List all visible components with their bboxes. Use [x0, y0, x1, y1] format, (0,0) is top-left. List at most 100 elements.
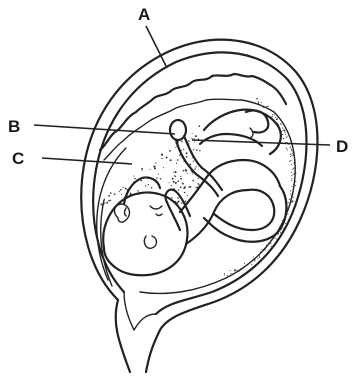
stipple-dot	[274, 114, 275, 115]
stipple-dot	[195, 187, 196, 188]
stipple-dot	[177, 159, 179, 161]
stipple-dot	[125, 188, 127, 190]
stipple-dot	[284, 130, 285, 131]
stipple-dot	[270, 243, 271, 244]
stipple-dot	[171, 197, 172, 198]
stipple-dot	[108, 200, 110, 202]
label-c: C	[12, 149, 24, 168]
stipple-dot	[194, 142, 195, 143]
stipple-dot	[244, 263, 245, 264]
stipple-dot	[104, 203, 105, 204]
stipple-dot	[280, 232, 281, 233]
stipple-dot	[149, 169, 150, 170]
stipple-dot	[140, 180, 142, 182]
stipple-dot	[158, 174, 159, 175]
stipple-dot	[291, 180, 292, 181]
stipple-dot	[291, 175, 292, 176]
stipple-dot	[290, 190, 291, 191]
stipple-dot	[183, 187, 185, 189]
stipple-dot	[141, 168, 143, 170]
stipple-dot	[293, 197, 294, 198]
stipple-dot	[290, 154, 291, 155]
stipple-dot	[266, 246, 267, 247]
stipple-dot	[261, 102, 262, 103]
stipple-dot	[277, 122, 278, 123]
stipple-dot	[145, 185, 146, 186]
label-a: A	[138, 5, 150, 24]
stipple-dot	[258, 103, 259, 104]
stipple-dot	[276, 239, 277, 240]
stipple-dot	[166, 157, 168, 159]
stipple-dot	[293, 184, 294, 185]
stipple-dot	[272, 114, 273, 115]
stipple-dot	[155, 162, 156, 163]
stipple-dot	[291, 150, 292, 151]
stipple-dot	[175, 171, 177, 173]
stipple-dot	[271, 246, 272, 247]
stipple-dot	[230, 273, 231, 274]
stipple-dot	[294, 167, 295, 168]
stipple-dot	[286, 136, 287, 137]
stipple-dot	[198, 125, 200, 127]
stipple-dot	[276, 119, 277, 120]
stipple-dot	[290, 193, 291, 194]
stipple-dot	[291, 195, 292, 196]
stipple-dot	[292, 169, 293, 170]
stipple-dot	[179, 154, 181, 156]
stipple-dot	[292, 153, 293, 154]
stipple-dot	[192, 180, 194, 182]
stipple-dot	[282, 127, 283, 128]
stipple-dot	[169, 182, 170, 183]
stipple-dot	[110, 200, 111, 201]
stipple-dot	[290, 160, 291, 161]
label-d: D	[336, 137, 348, 156]
stipple-dot	[260, 251, 261, 252]
stipple-dot	[173, 172, 174, 173]
stipple-dot	[182, 183, 184, 185]
stipple-dot	[282, 220, 283, 221]
stipple-dot	[227, 275, 228, 276]
label-b: B	[8, 117, 20, 136]
stipple-dot	[260, 105, 261, 106]
stipple-dot	[285, 223, 286, 224]
stipple-dot	[163, 167, 164, 168]
stipple-dot	[263, 107, 264, 108]
stipple-dot	[236, 270, 237, 271]
stipple-dot	[287, 149, 288, 150]
stipple-dot	[104, 199, 105, 200]
stipple-dot	[259, 255, 260, 256]
stipple-dot	[266, 245, 267, 246]
stipple-dot	[185, 170, 187, 172]
stipple-dot	[181, 141, 183, 143]
stipple-dot	[194, 168, 196, 170]
stipple-dot	[114, 193, 116, 195]
stipple-dot	[192, 173, 193, 174]
stipple-dot	[295, 173, 296, 174]
stipple-dot	[290, 156, 291, 157]
stipple-dot	[120, 189, 122, 191]
stipple-dot	[282, 228, 283, 229]
stipple-dot	[187, 195, 188, 196]
stipple-dot	[275, 117, 276, 118]
stipple-dot	[282, 134, 283, 135]
stipple-dot	[188, 140, 190, 142]
stipple-dot	[251, 264, 252, 265]
stipple-dot	[257, 98, 258, 99]
stipple-dot	[177, 197, 179, 199]
stipple-dot	[183, 170, 185, 172]
stipple-dot	[175, 147, 176, 148]
stipple-dot	[181, 202, 182, 203]
stipple-dot	[294, 180, 295, 181]
stipple-dot	[161, 158, 162, 159]
stipple-dot	[292, 200, 293, 201]
stipple-dot	[198, 178, 199, 179]
stipple-dot	[192, 133, 193, 134]
stipple-dot	[170, 159, 172, 161]
stipple-dot	[288, 202, 289, 203]
stipple-dot	[189, 186, 191, 188]
stipple-dot	[291, 172, 292, 173]
stipple-dot	[291, 178, 292, 179]
stipple-dot	[239, 270, 240, 271]
stipple-dot	[171, 185, 172, 186]
